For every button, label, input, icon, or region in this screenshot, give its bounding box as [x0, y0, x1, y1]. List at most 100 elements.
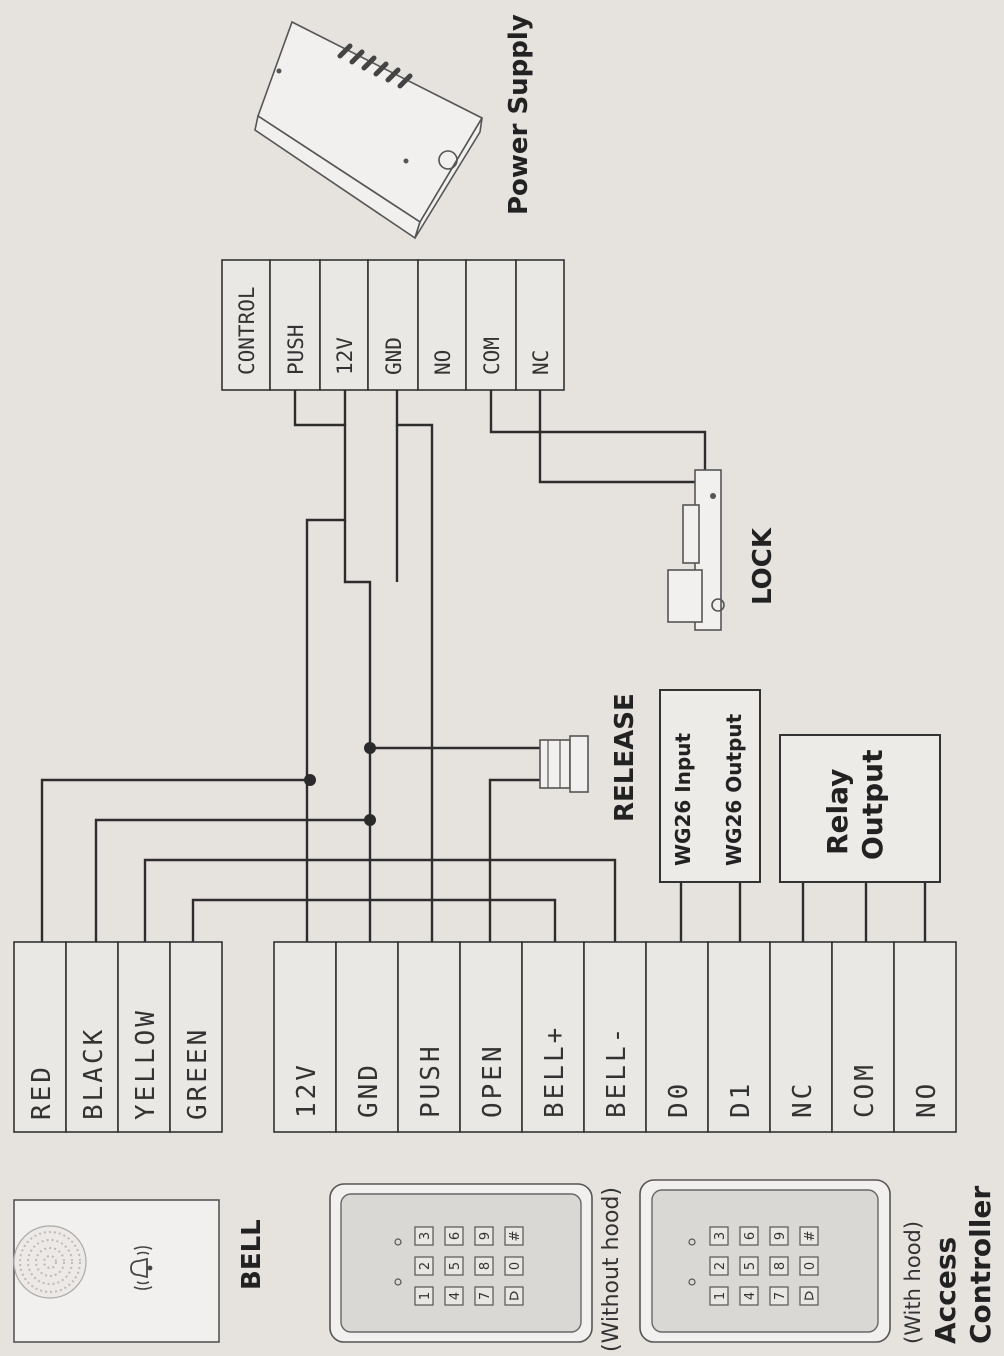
keypad-key: [709, 1286, 729, 1306]
power-supply-terminal-strip: [221, 259, 565, 391]
wire-ps-push: [293, 390, 347, 942]
controller-label: Controller: [964, 1186, 997, 1344]
lock-label: LOCK: [748, 527, 778, 605]
bell-terminal-strip: [13, 941, 223, 1133]
keypad-key-label: 4: [743, 1292, 758, 1300]
ctrl-terminal-nc: NC: [788, 1081, 818, 1118]
keypad-key: [414, 1286, 434, 1306]
keypad-key-label: 1: [713, 1292, 728, 1300]
keypad-key-label: 7: [773, 1292, 788, 1300]
keypad-bell-icon: [509, 1291, 519, 1300]
keypad-key-label: 3: [418, 1232, 433, 1240]
keypad-with-hood: [639, 1179, 891, 1343]
keypad-key-label: #: [803, 1231, 818, 1242]
keypad-key: [504, 1256, 524, 1276]
keypad-key: [444, 1286, 464, 1306]
ps-terminal-control: CONTROL: [235, 286, 259, 375]
keypad-key-label: 8: [773, 1262, 788, 1270]
lock-illustration: [667, 469, 725, 631]
bell-wire-yellow: YELLOW: [131, 1008, 161, 1120]
keypad-key: [474, 1226, 494, 1246]
keypad-key: [444, 1226, 464, 1246]
release-button-illustration: [539, 735, 589, 793]
keypad-key: [504, 1226, 524, 1246]
ctrl-terminal-d0: D0: [664, 1081, 694, 1118]
junction-dots: [304, 742, 376, 826]
keypad-key-label: 5: [448, 1262, 463, 1270]
ctrl-terminal-gnd: GND: [354, 1062, 384, 1118]
wg26-output-label: WG26 Output: [722, 713, 746, 866]
junction-gnd-black: [364, 814, 376, 826]
wire-ps-gnd: [395, 390, 434, 942]
keypad-key-label: 0: [508, 1262, 523, 1270]
keypad-key: [474, 1286, 494, 1306]
ps-terminal-gnd: GND: [382, 337, 406, 375]
wire-ps-12v: [343, 390, 372, 942]
bell-icon: [130, 1246, 153, 1290]
keypad-key: [474, 1256, 494, 1276]
keypad-key-label: 8: [478, 1262, 493, 1270]
ctrl-terminal-no: NO: [912, 1081, 942, 1118]
ctrl-terminal-bell-minus: BELL-: [602, 1025, 632, 1118]
bell-device-illustration: [13, 1199, 220, 1343]
keypad-key: [709, 1256, 729, 1276]
ctrl-terminal-open: OPEN: [478, 1043, 508, 1118]
bell-wire-black: BLACK: [79, 1027, 109, 1120]
ctrl-terminal-12v: 12V: [292, 1062, 322, 1118]
keypad-key: [504, 1286, 524, 1306]
keypad-key-label: 2: [713, 1262, 728, 1270]
ps-terminal-nc: NC: [529, 350, 553, 375]
keypad-key-label: 1: [418, 1292, 433, 1300]
access-label: Access: [929, 1237, 962, 1344]
keypad-key: [739, 1286, 759, 1306]
ctrl-terminal-d1: D1: [726, 1081, 756, 1118]
wire-ps-nc-lock: [538, 390, 697, 484]
power-supply-illustration: [254, 20, 484, 240]
relay-output-box: [779, 734, 941, 883]
ps-terminal-12v: 12V: [333, 337, 357, 375]
ctrl-terminal-bell-plus: BELL+: [540, 1025, 570, 1118]
junction-12v: [304, 774, 316, 786]
wire-bell-black: [94, 818, 370, 942]
keypad-key: [709, 1226, 729, 1246]
keypad-key-label: 3: [713, 1232, 728, 1240]
keypad-key-label: 9: [478, 1232, 493, 1240]
bell-wire-red: RED: [27, 1064, 57, 1120]
ps-terminal-no: NO: [431, 350, 455, 375]
keypad-key: [414, 1226, 434, 1246]
wg26-input-label: WG26 Input: [671, 732, 695, 866]
keypad-key: [799, 1286, 819, 1306]
ps-terminal-push: PUSH: [284, 324, 308, 375]
keypad-key-label: 5: [743, 1262, 758, 1270]
keypad-key: [739, 1226, 759, 1246]
keypad-key: [799, 1256, 819, 1276]
relay-label-line2: Output: [856, 750, 889, 860]
keypad-key-label: 2: [418, 1262, 433, 1270]
wire-ps-com-lock: [489, 390, 707, 475]
keypad-bell-icon: [804, 1291, 814, 1300]
keypad-key-label: 0: [803, 1262, 818, 1270]
release-label: RELEASE: [610, 693, 640, 822]
without-hood-label: (Without hood): [599, 1187, 624, 1352]
keypad-key-label: #: [508, 1231, 523, 1242]
keypad-key: [769, 1256, 789, 1276]
keypad-key-label: 4: [448, 1292, 463, 1300]
ctrl-terminal-com: COM: [850, 1062, 880, 1118]
keypad-key: [799, 1226, 819, 1246]
keypad-key-label: 9: [773, 1232, 788, 1240]
keypad-key-label: 6: [743, 1232, 758, 1240]
keypad-keys-2: 1 2 3 4 5 6 7 8 9 0 #: [709, 1226, 819, 1306]
wire-bell-yellow: [143, 858, 617, 942]
keypad-key: [444, 1256, 464, 1276]
with-hood-label: (With hood): [901, 1221, 925, 1344]
bell-label: BELL: [237, 1219, 267, 1290]
keypad-key: [739, 1256, 759, 1276]
bell-wire-green: GREEN: [183, 1027, 213, 1120]
keypad-key-label: 7: [478, 1292, 493, 1300]
wire-bell-red: [40, 778, 307, 942]
keypad-key: [414, 1256, 434, 1276]
controller-terminal-strip: [273, 941, 957, 1133]
keypad-key: [769, 1286, 789, 1306]
wire-bell-green: [191, 898, 557, 942]
